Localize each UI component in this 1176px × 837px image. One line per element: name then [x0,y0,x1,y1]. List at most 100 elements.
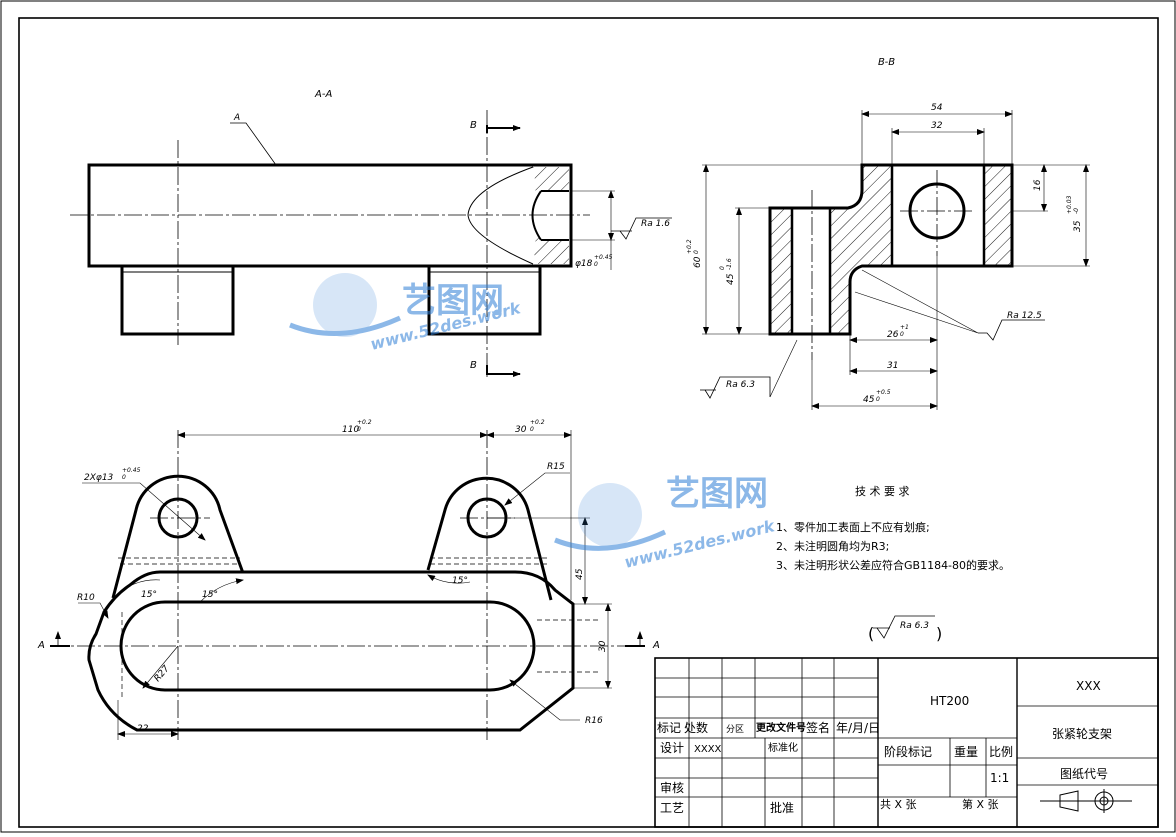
tb-scale: 1:1 [990,771,1009,785]
aa-roughness: Ra 1.6 [641,219,670,229]
tb-weight: 重量 [954,745,978,759]
title-block [654,657,1159,828]
bb-dim-31: 31 [887,361,898,371]
bb-dim-26: 26 [887,330,899,340]
bb-dim-60: 60 [693,256,703,268]
plan-dim-110-tol-up: +0.2 [357,419,372,426]
bb-dim-45w-tol-up: +0.5 [876,389,891,396]
bb-dim-35-tol-low: -0 [1073,208,1080,214]
plan-dim-30: 30 [515,425,527,435]
general-ra-paren-close: ) [936,624,942,643]
watermark-1: 艺图网 www.52des.work [289,273,524,354]
inner-border [18,17,1159,828]
bb-dim-45w-tol-low: 0 [876,396,880,403]
watermark-1-cn: 艺图网 [402,281,504,321]
tb-h-docno: 更改文件号 [756,721,806,734]
tb-scale-label: 比例 [989,745,1013,759]
aa-leader-label: A [233,113,240,123]
section-a-right: A [652,640,660,651]
bb-ra-12-5: Ra 12.5 [1007,311,1042,321]
tb-approve: 批准 [770,800,794,815]
watermark-2-url: www.52des.work [622,516,777,572]
title-block-text: 标记 处数 分区 更改文件号 签名 年/月/日 设计 XXXX 标准化 审核 工… [657,679,1112,815]
aa-left-boss [120,266,235,336]
section-a-left: A [37,640,45,651]
view-bb: B-B 54 32 16 35 +0.03 -0 60 +0.2 0 45 0 [686,57,1090,410]
plan-dim-30-tol-low: 0 [530,426,534,433]
tb-standard: 标准化 [768,741,798,754]
aa-right-boss [427,266,542,336]
tb-design: 设计 [660,741,684,755]
tb-process: 工艺 [660,801,684,815]
section-b-bottom: B [470,360,477,371]
plan-dim-30v: 30 [598,640,608,652]
plan-right-ear [426,476,553,601]
plan-angle-1: 15° [141,590,157,600]
view-aa-title: A-A [314,89,332,100]
tb-review: 审核 [660,780,684,795]
aa-bore-dim: φ18 [575,259,593,269]
tb-company: XXX [1076,679,1101,693]
plan-holes-tol-low: 0 [122,474,126,481]
tb-h-mark: 标记 [657,721,681,735]
bb-dim-45-tol-up: 0 [719,266,726,270]
tb-h-zone: 分区 [726,724,744,735]
bb-dim-26-tol-low: 0 [900,331,904,338]
tb-h-count: 处数 [684,720,708,735]
view-bb-title: B-B [878,57,895,68]
plan-r16: R16 [585,716,603,726]
aa-bore-tol-up: +0.45 [594,254,613,261]
view-aa: A-A A B B φ18 +0.45 0 Ra 1. [70,89,672,380]
tb-drawing-no: 图纸代号 [1060,767,1108,781]
plan-r10: R10 [77,593,95,603]
plan-holes-dim: 2Xφ13 [84,473,114,483]
tech-item-2: 2、未注明圆角均为R3; [776,539,889,553]
bb-dim-45-tol-low: -1.6 [726,258,733,270]
plan-slot [119,600,536,692]
plan-r27: R27 [153,664,172,684]
tb-h-sign: 签名 [806,720,830,735]
bb-dim-26-tol-up: +1 [900,324,909,331]
projection-symbol-icon [1040,789,1132,813]
section-b-top: B [470,120,477,131]
bb-dim-32: 32 [931,121,943,131]
plan-dim-45: 45 [575,568,585,580]
general-ra-paren-open: ( [868,624,874,643]
tech-title: 技 术 要 求 [855,485,910,498]
plan-r15: R15 [547,462,565,472]
watermark-2-cn: 艺图网 [666,474,768,514]
bb-dim-45w: 45 [863,395,875,405]
tech-item-1: 1、零件加工表面上不应有划痕; [776,520,930,534]
plan-dim-22: 22 [137,724,149,734]
watermark-2: 艺图网 www.52des.work [554,474,778,572]
plan-angle-3: 15° [452,576,468,586]
bb-dim-35-tol-up: +0.03 [1066,195,1073,214]
view-plan: A A 110 +0.2 0 30 +0.2 0 2Xφ13 +0.45 0 R… [37,419,660,740]
tb-part-name: 张紧轮支架 [1052,727,1112,741]
general-ra: Ra 6.3 [900,621,929,631]
tb-sheet-no: 第 X 张 [962,797,999,811]
aa-main-body [87,163,573,268]
bb-dim-54: 54 [931,103,943,113]
plan-left-ear [111,474,245,599]
bb-ra-6-3: Ra 6.3 [726,380,755,390]
tb-h-date: 年/月/日 [836,721,880,735]
plan-angle-2: 15° [202,590,218,600]
tb-material: HT200 [930,694,969,708]
tech-requirements: 技 术 要 求 1、零件加工表面上不应有划痕; 2、未注明圆角均为R3; 3、未… [776,485,1010,643]
bb-dim-60-tol-up: +0.2 [686,239,693,254]
plan-dim-110-tol-low: 0 [357,426,361,433]
plan-dim-30-tol-up: +0.2 [530,419,545,426]
plan-body-outline [87,570,575,732]
tb-sheets-total: 共 X 张 [880,798,917,811]
bb-dim-16: 16 [1033,179,1043,191]
tb-designer: XXXX [694,744,722,755]
plan-holes-tol-up: +0.45 [122,467,141,474]
plan-dim-110: 110 [342,425,359,435]
tb-stage: 阶段标记 [884,744,932,759]
bb-dim-35: 35 [1073,220,1083,232]
aa-bore-tol-low: 0 [594,261,598,268]
